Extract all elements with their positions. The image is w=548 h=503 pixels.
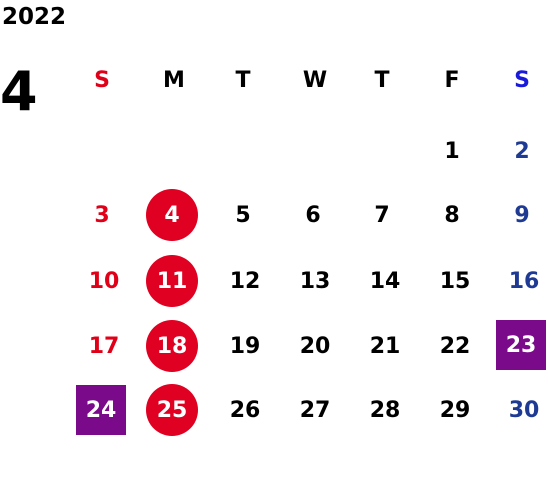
- day-cell-highlighted[interactable]: 23: [496, 320, 546, 370]
- day-cell[interactable]: 9: [514, 202, 530, 228]
- day-cell-highlighted[interactable]: 18: [146, 320, 198, 372]
- day-cell[interactable]: 21: [369, 333, 401, 359]
- day-cell[interactable]: 20: [299, 333, 331, 359]
- day-cell-highlighted[interactable]: 4: [146, 189, 198, 241]
- day-cell[interactable]: 22: [439, 333, 471, 359]
- month-number: 4: [0, 60, 38, 123]
- day-cell[interactable]: 8: [444, 202, 460, 228]
- weekday-header-thu: T: [374, 67, 390, 93]
- day-cell-highlighted[interactable]: 11: [146, 255, 198, 307]
- weekday-header-tue: T: [235, 67, 251, 93]
- day-cell[interactable]: 6: [305, 202, 321, 228]
- day-cell[interactable]: 30: [508, 397, 540, 423]
- day-cell[interactable]: 2: [514, 138, 530, 164]
- day-cell[interactable]: 7: [374, 202, 390, 228]
- day-cell[interactable]: 10: [88, 268, 120, 294]
- day-cell[interactable]: 26: [229, 397, 261, 423]
- day-cell[interactable]: 19: [229, 333, 261, 359]
- day-cell[interactable]: 14: [369, 268, 401, 294]
- day-cell[interactable]: 15: [439, 268, 471, 294]
- day-cell[interactable]: 17: [88, 333, 120, 359]
- day-cell[interactable]: 1: [444, 138, 460, 164]
- day-cell[interactable]: 12: [229, 268, 261, 294]
- weekday-header-mon: M: [163, 67, 185, 93]
- day-cell[interactable]: 13: [299, 268, 331, 294]
- day-cell[interactable]: 29: [439, 397, 471, 423]
- day-cell[interactable]: 28: [369, 397, 401, 423]
- weekday-header-wed: W: [302, 67, 328, 93]
- weekday-header-sat: S: [514, 67, 530, 93]
- year-label: 2022: [2, 4, 67, 30]
- weekday-header-fri: F: [444, 67, 460, 93]
- day-cell[interactable]: 27: [299, 397, 331, 423]
- day-cell-highlighted[interactable]: 25: [146, 384, 198, 436]
- day-cell[interactable]: 16: [508, 268, 540, 294]
- day-cell[interactable]: 3: [94, 202, 110, 228]
- day-cell[interactable]: 5: [235, 202, 251, 228]
- day-cell-highlighted[interactable]: 24: [76, 385, 126, 435]
- weekday-header-sun: S: [94, 67, 110, 93]
